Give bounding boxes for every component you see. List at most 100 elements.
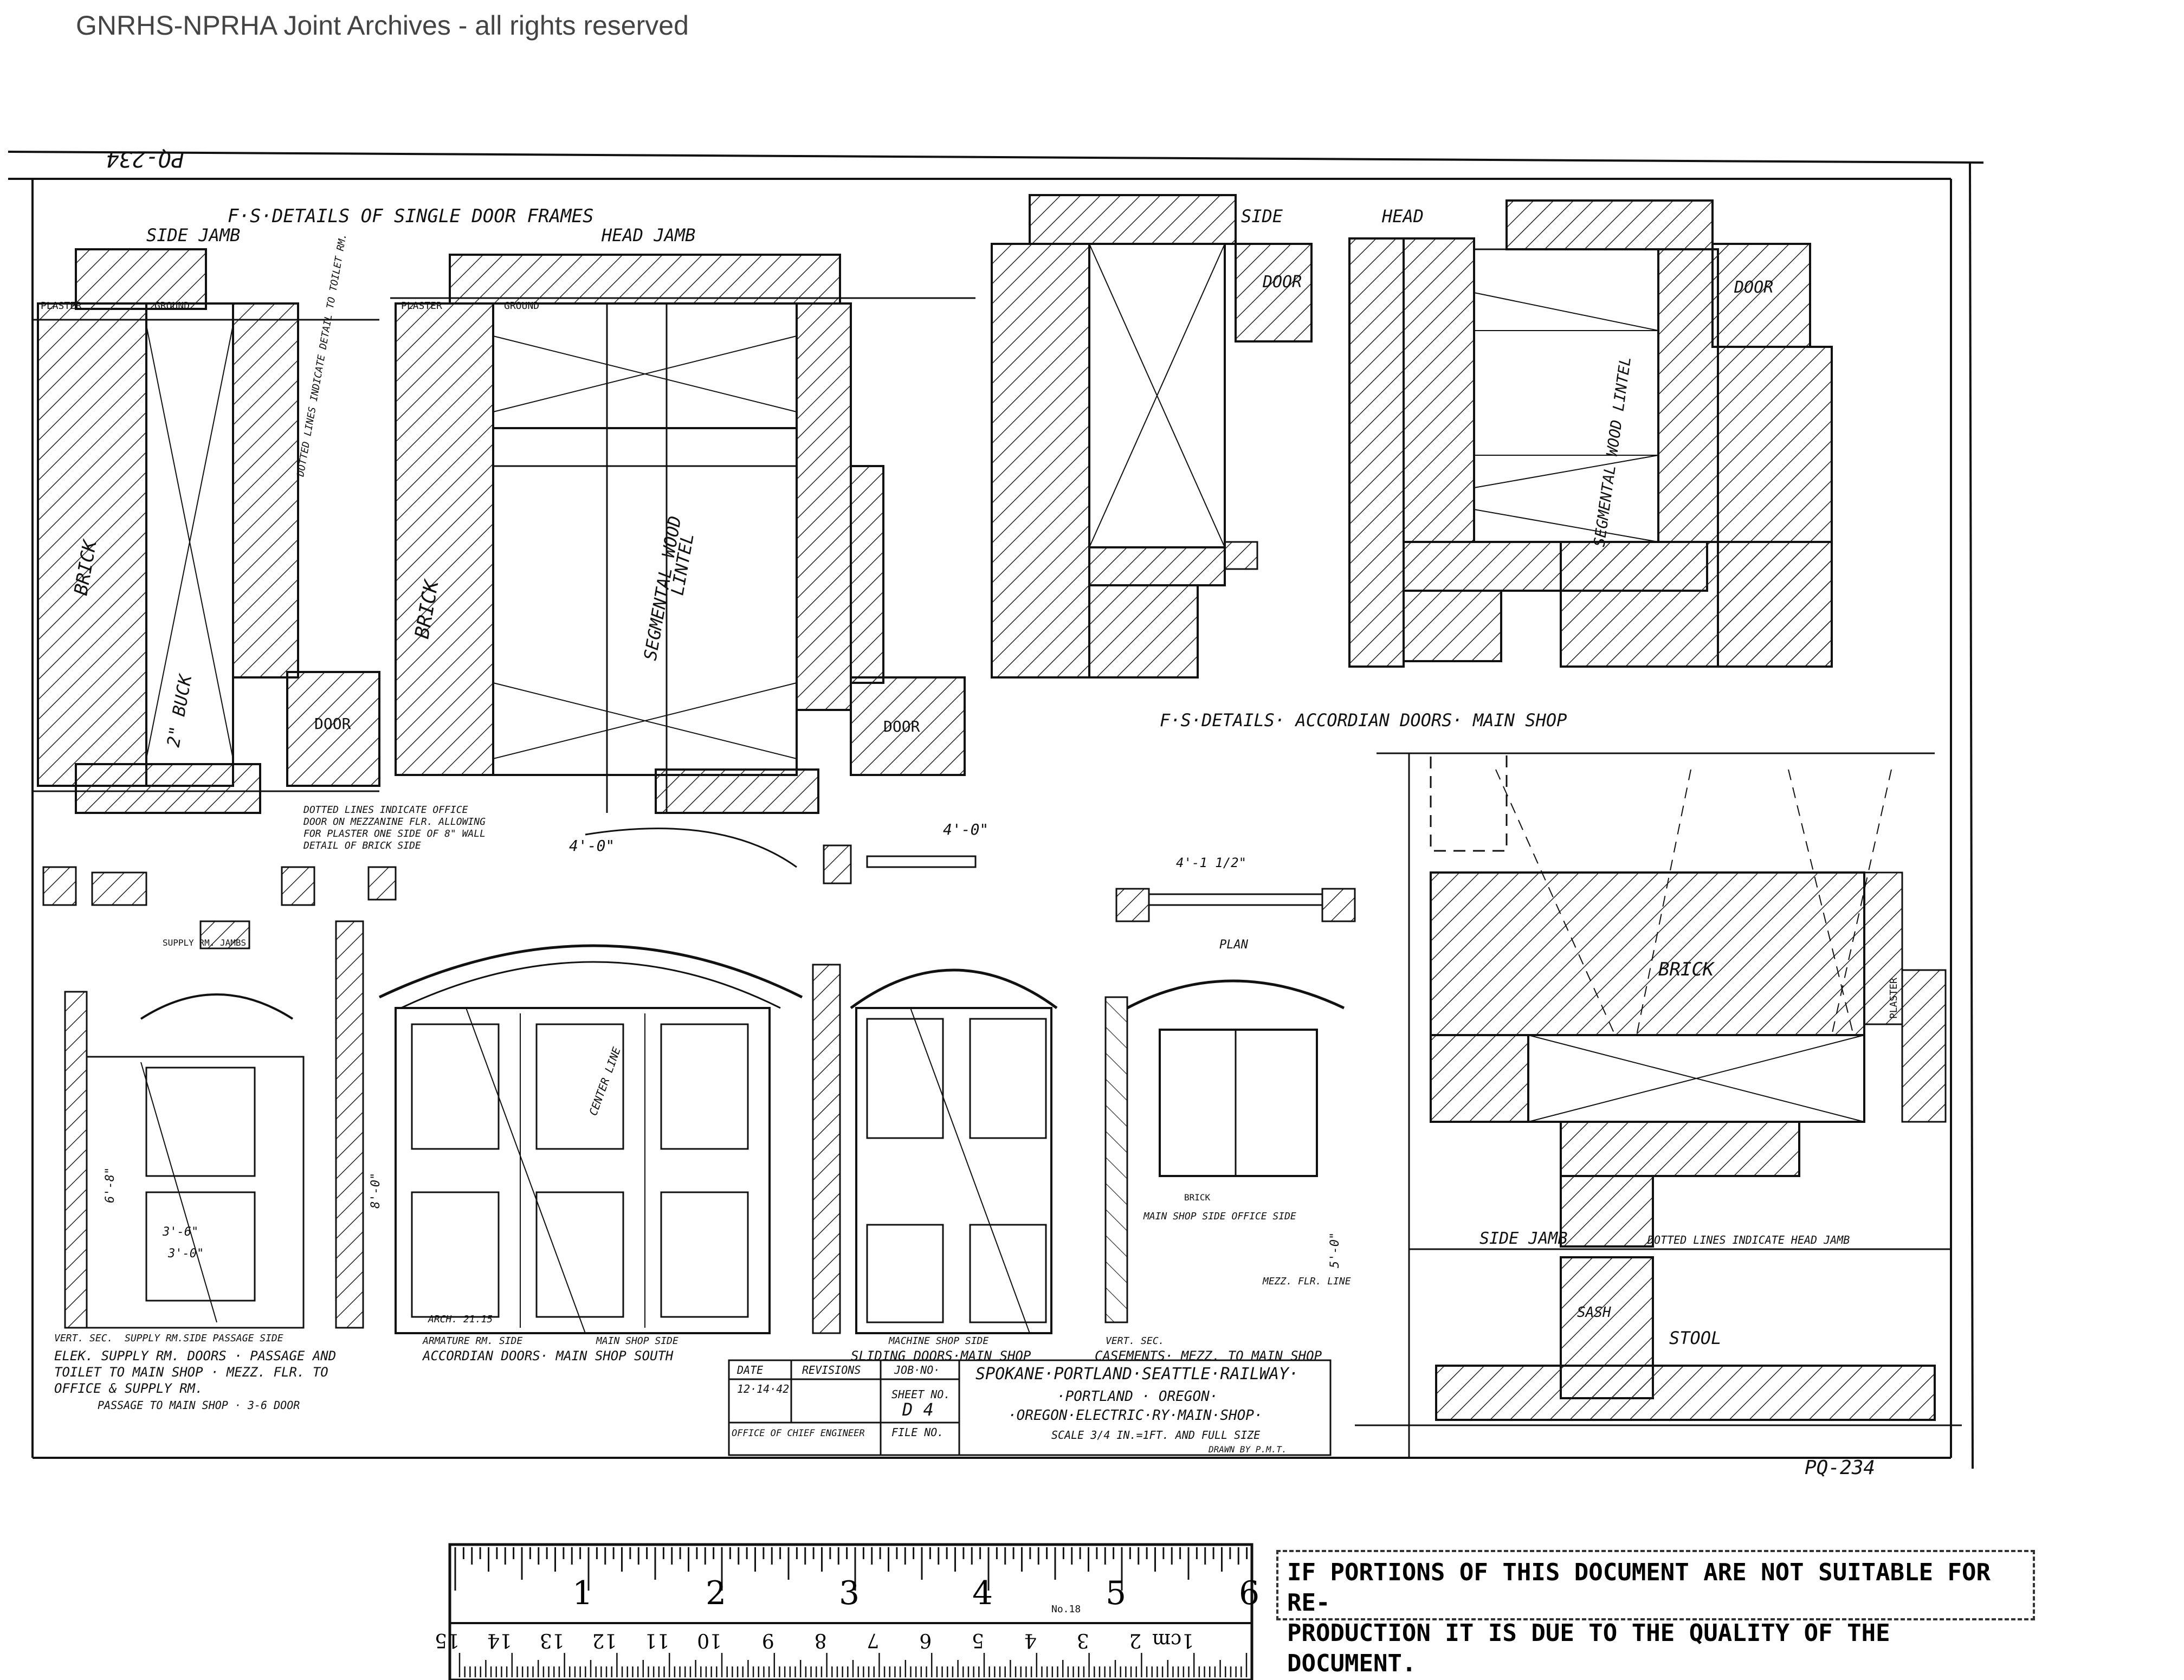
- drawing-number-top: PQ-234: [106, 146, 185, 171]
- ruler-cm-label: 4: [1024, 1629, 1037, 1651]
- sash-label: SASH: [1577, 1304, 1611, 1321]
- brick-label-right: BRICK: [1658, 959, 1715, 980]
- ruler-inch-label: 6: [1239, 1574, 1259, 1612]
- side-label: SIDE: [1241, 206, 1283, 227]
- tb-date-value: 12·14·42: [737, 1382, 789, 1395]
- head-label: HEAD: [1381, 206, 1424, 227]
- dotted-note-office-1: DOTTED LINES INDICATE OFFICE: [303, 804, 468, 816]
- archive-header: GNRHS-NPRHA Joint Archives - all rights …: [76, 10, 689, 41]
- tb-file-no-label: FILE NO.: [891, 1426, 944, 1439]
- door-label-1: DOOR: [314, 715, 351, 733]
- side-jamb-label: SIDE JAMB: [146, 225, 240, 245]
- tb-line3: ·OREGON·ELECTRIC·RY·MAIN·SHOP·: [1008, 1407, 1263, 1424]
- tb-line1: SPOKANE·PORTLAND·SEATTLE·RAILWAY·: [975, 1365, 1298, 1384]
- head-jamb-label: HEAD JAMB: [601, 225, 695, 245]
- ruler-cm-label: 5: [972, 1629, 984, 1651]
- door-label-4: DOOR: [1734, 278, 1773, 297]
- ruler-inch-label: 1: [572, 1574, 593, 1612]
- supply-jamb-note: SUPPLY RM. JAMBS: [163, 938, 246, 948]
- dotted-head-jamb-note: DOTTED LINES INDICATE HEAD JAMB: [1647, 1233, 1850, 1246]
- elev4-dim-top: 4'-1 1/2": [1176, 855, 1246, 870]
- elev3-width: 4'-0": [943, 820, 988, 838]
- dotted-note-side: DOTTED LINES INDICATE DETAIL TO TOILET R…: [295, 232, 349, 478]
- accordian-jamb-section: BRICK PLASTER SIDE JAMB DOTTED LINES IND…: [1355, 752, 1962, 1458]
- elev2-armature: ARMATURE RM. SIDE: [422, 1335, 522, 1347]
- ground-label-1: GROUND: [154, 300, 190, 312]
- tb-drawn-by: DRAWN BY P.M.T.: [1208, 1444, 1287, 1455]
- side-jamb-right: SIDE JAMB: [1479, 1229, 1568, 1248]
- single-door-frame-details: F·S·DETAILS OF SINGLE DOOR FRAMES SIDE J…: [33, 205, 975, 851]
- sheet-border: [8, 151, 1984, 1469]
- elev2-center-line: CENTER LINE: [586, 1045, 623, 1117]
- dotted-note-office-3: FOR PLASTER ONE SIDE OF 8" WALL: [303, 828, 486, 839]
- elev1-caption-4: PASSAGE TO MAIN SHOP · 3-6 DOOR: [98, 1399, 300, 1412]
- tb-line4: SCALE 3/4 IN.=1FT. AND FULL SIZE: [1051, 1429, 1260, 1442]
- disclaimer-stamp: IF PORTIONS OF THIS DOCUMENT ARE NOT SUI…: [1276, 1550, 2035, 1677]
- ruler-inch-label: 2: [706, 1574, 726, 1612]
- ruler-inch-label: 5: [1106, 1574, 1126, 1612]
- elev3-caption: SLIDING DOORS·MAIN SHOP: [851, 1348, 1031, 1364]
- elev1-caption-1: ELEK. SUPPLY RM. DOORS · PASSAGE AND: [54, 1348, 336, 1364]
- single-door-title: F·S·DETAILS OF SINGLE DOOR FRAMES: [228, 205, 594, 227]
- elev2-main-shop: MAIN SHOP SIDE: [596, 1335, 679, 1347]
- title-block: [728, 1359, 1332, 1456]
- disclaimer-line-2: PRODUCTION IT IS DUE TO THE QUALITY OF T…: [1287, 1619, 1890, 1677]
- elevation-accordian-doors: 4'-0" CENTER LINE ARCH. 21.15 8'-0" ARMA…: [335, 828, 803, 1364]
- accordian-door-details: SIDE HEAD DOOR DOOR SEGMENTAL WOOD LINTE…: [991, 194, 1833, 731]
- stool-label: STOOL: [1669, 1328, 1721, 1348]
- elev4-main-shop: MAIN SHOP SIDE OFFICE SIDE: [1143, 1211, 1296, 1222]
- ruler-model-label: No.18: [1051, 1604, 1081, 1615]
- buck-label: 2" BUCK: [163, 671, 196, 748]
- elev1-supply-side: SUPPLY RM.SIDE PASSAGE SIDE: [125, 1333, 283, 1344]
- drawing-number-bottom: PQ-234: [1805, 1457, 1875, 1479]
- elev1-caption-3: OFFICE & SUPPLY RM.: [54, 1381, 203, 1396]
- ruler-inch-ticks: 1 2 3 4 5 6: [454, 1547, 1259, 1612]
- tb-revisions-header: REVISIONS: [802, 1364, 861, 1377]
- ruler-cm-label: 10: [697, 1629, 722, 1651]
- elevation-supply-room-doors: SUPPLY RM. JAMBS 3'-6" 3'-0" 6'-8" VERT.…: [42, 866, 336, 1412]
- disclaimer-line-1: IF PORTIONS OF THIS DOCUMENT ARE NOT SUI…: [1287, 1559, 1991, 1617]
- plaster-label-2: PLASTER: [401, 300, 442, 312]
- ruler-cm-label: 1cm: [1152, 1629, 1194, 1651]
- elev1-dim-b: 3'-0": [167, 1247, 204, 1261]
- ruler-cm-label: 15: [435, 1629, 460, 1651]
- tb-office-label: OFFICE OF CHIEF ENGINEER: [732, 1428, 865, 1439]
- ruler-cm-label: 3: [1077, 1629, 1089, 1651]
- ruler-cm-label: 13: [540, 1629, 565, 1651]
- segmental-lintel-right: SEGMENTAL WOOD LINTEL: [1590, 356, 1634, 548]
- plaster-label-1: PLASTER: [41, 300, 82, 312]
- door-label-2: DOOR: [883, 718, 920, 735]
- ruler-cm-label: 2: [1129, 1629, 1141, 1651]
- ruler-inch-label: 4: [972, 1574, 993, 1612]
- elev2-caption: ACCORDIAN DOORS· MAIN SHOP SOUTH: [422, 1348, 674, 1364]
- elev4-vert-sec: VERT. SEC.: [1106, 1335, 1164, 1347]
- tb-job-no-header: JOB·NO·: [894, 1364, 940, 1377]
- elev4-mezz: MEZZ. FLR. LINE: [1262, 1276, 1351, 1287]
- elevation-casements: 4'-1 1/2" PLAN BRICK MAIN SHOP SIDE OFFI…: [1095, 855, 1356, 1364]
- plaster-label-right: PLASTER: [1888, 978, 1899, 1019]
- door-label-3: DOOR: [1262, 273, 1302, 292]
- elev3-machine: MACHINE SHOP SIDE: [888, 1335, 988, 1347]
- tb-date-header: DATE: [736, 1364, 763, 1377]
- elev4-dim-v: 5'-0": [1328, 1232, 1342, 1268]
- tb-sheet-no-label: SHEET NO.: [891, 1388, 950, 1401]
- ruler-cm-label: 11: [644, 1629, 669, 1651]
- elev1-vert-sec: VERT. SEC.: [54, 1333, 113, 1344]
- ruler-cm-label: 12: [592, 1629, 617, 1651]
- ruler-inch-label: 3: [839, 1574, 860, 1612]
- ruler-cm-label: 6: [919, 1629, 932, 1651]
- ruler-cm-label: 9: [762, 1629, 774, 1651]
- elevation-sliding-doors: 4'-0" MACHINE SHOP SIDE SLIDING DOORS·MA…: [812, 820, 1058, 1364]
- accordian-title: F·S·DETAILS· ACCORDIAN DOORS· MAIN SHOP: [1160, 710, 1567, 731]
- elev2-dim: 8'-0": [369, 1173, 383, 1209]
- ruler-cm-label: 14: [487, 1629, 512, 1651]
- elev1-caption-2: TOILET TO MAIN SHOP · MEZZ. FLR. TO: [54, 1365, 328, 1380]
- elev1-dim-a: 3'-6": [162, 1225, 198, 1239]
- tb-sheet-no-value: D 4: [902, 1399, 934, 1420]
- ground-label-2: GROUND: [504, 300, 539, 312]
- elev4-caption: CASEMENTS· MEZZ. TO MAIN SHOP: [1095, 1348, 1322, 1364]
- elev1-dim-c: 6'-8": [104, 1167, 117, 1203]
